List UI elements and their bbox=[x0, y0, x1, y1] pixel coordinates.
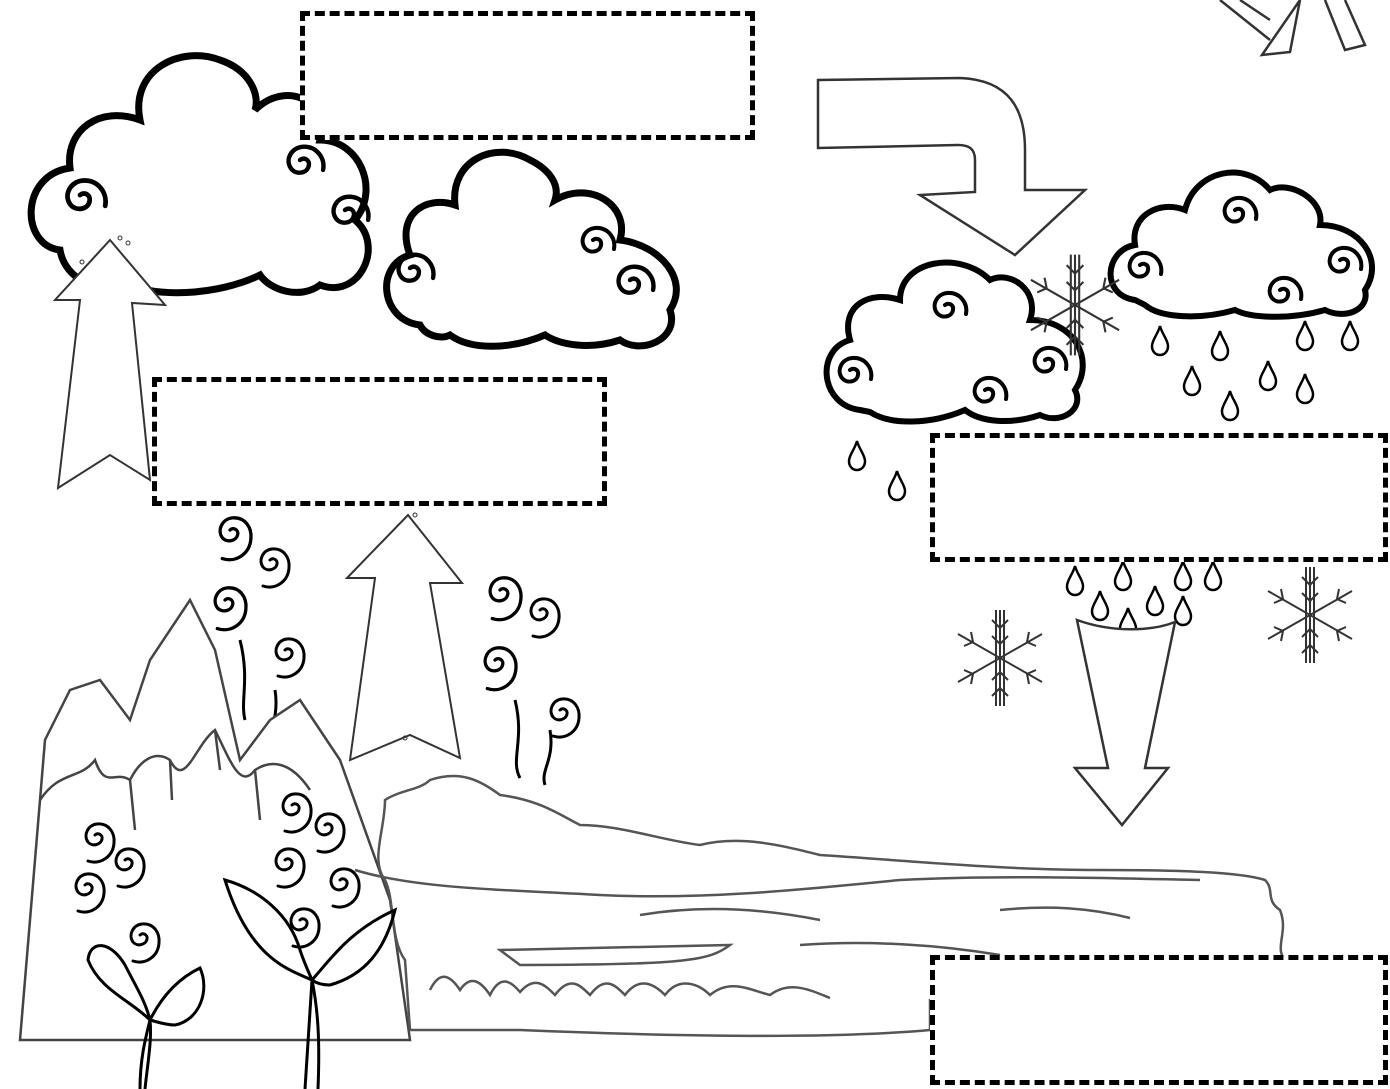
sun-icon bbox=[1219, 0, 1367, 57]
label-box-bottom-right[interactable] bbox=[930, 955, 1388, 1085]
snowflake-icon-right bbox=[1267, 566, 1353, 664]
arrow-icon-bent bbox=[816, 76, 1089, 257]
plant-icon-left bbox=[74, 822, 206, 1089]
arrow-icon-up-center bbox=[344, 512, 465, 762]
cloud-icon-rain-right bbox=[1107, 169, 1375, 320]
arrow-icon-up-left bbox=[52, 235, 168, 490]
mountain-icon bbox=[18, 597, 412, 1042]
label-box-top-center[interactable] bbox=[300, 11, 755, 140]
arrow-icon-down bbox=[1072, 618, 1177, 827]
cloud-icon-rain-left bbox=[823, 259, 1086, 425]
label-box-middle-right[interactable] bbox=[930, 433, 1388, 562]
plant-icon-right bbox=[222, 792, 398, 1089]
snowflake-icon-left bbox=[957, 609, 1043, 707]
cloud-icon-medium bbox=[383, 148, 680, 350]
label-box-middle-left[interactable] bbox=[152, 377, 607, 506]
steam-swirl-icon-right bbox=[483, 576, 581, 786]
